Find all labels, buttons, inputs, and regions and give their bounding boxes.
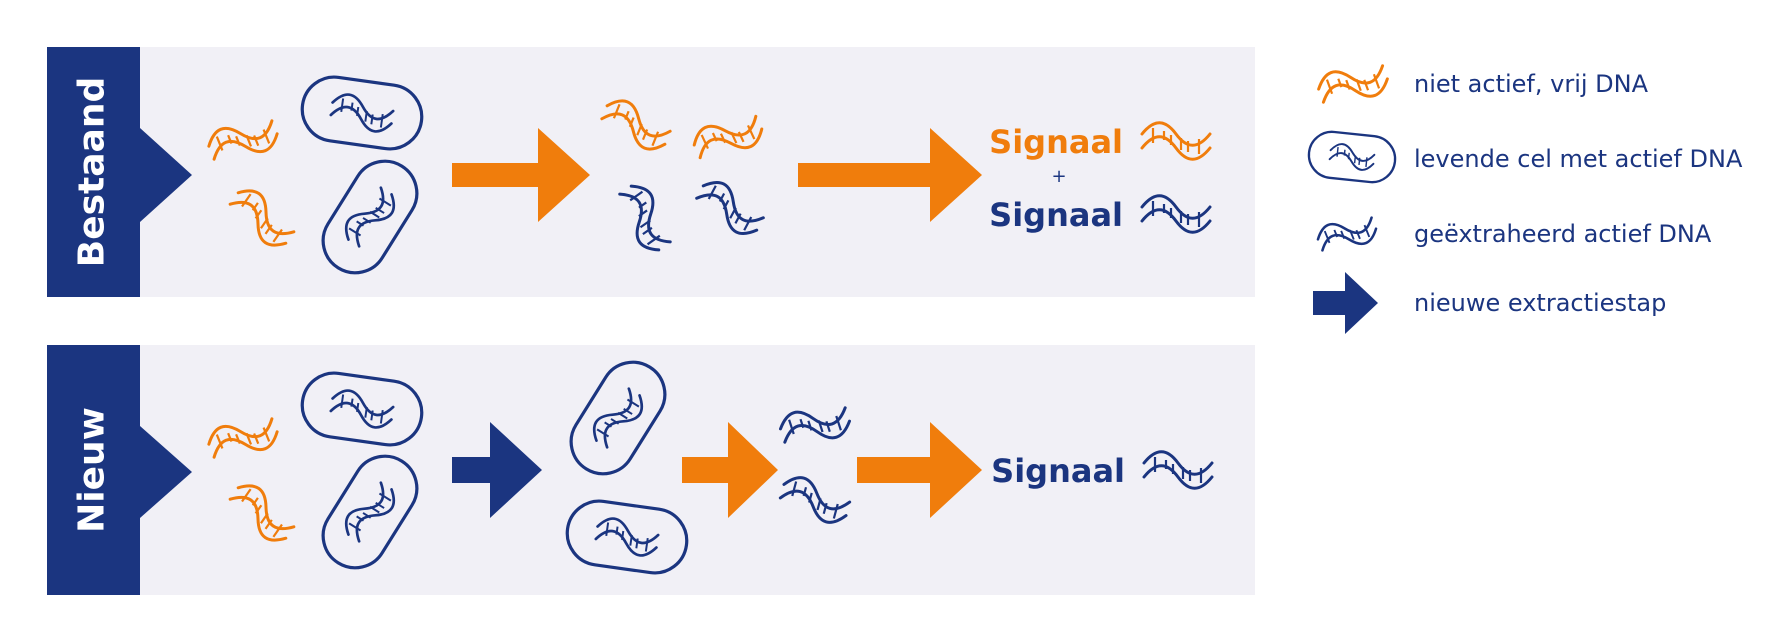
legend-extracted-dna-icon [1313,207,1381,261]
row-new-label: Nieuw [72,407,113,533]
signal-blue-label: Signaal [989,196,1123,234]
row-new: Nieuw Signaal [47,345,1255,595]
row-existing-tab [47,47,192,297]
legend-new-step-label: nieuwe extractiestap [1414,289,1666,317]
legend-extracted-dna-label: geëxtraheerd actief DNA [1414,220,1712,248]
orange-arrow-icon [857,422,982,518]
signal-plus: + [1051,166,1066,187]
legend-inactive-dna-icon [1313,53,1393,115]
row-existing: Bestaand Signaal + Signaal [47,47,1255,297]
legend-new-step-arrow-icon [1313,272,1378,334]
row-new-tab [47,345,192,595]
orange-arrow-icon [682,422,778,518]
orange-arrow-icon [452,128,590,222]
legend-inactive-dna-label: niet actief, vrij DNA [1414,70,1649,98]
signal-orange-label: Signaal [989,123,1123,161]
legend-living-cell-icon [1307,130,1398,185]
legend: niet actief, vrij DNA levende cel met ac… [1307,53,1743,334]
new-step-arrow-icon [452,422,542,518]
row-existing-label: Bestaand [72,77,113,267]
row-existing-band [47,47,1255,297]
legend-living-cell-label: levende cel met actief DNA [1414,145,1743,173]
signal-blue-label: Signaal [991,452,1125,490]
orange-arrow-icon [798,128,982,222]
